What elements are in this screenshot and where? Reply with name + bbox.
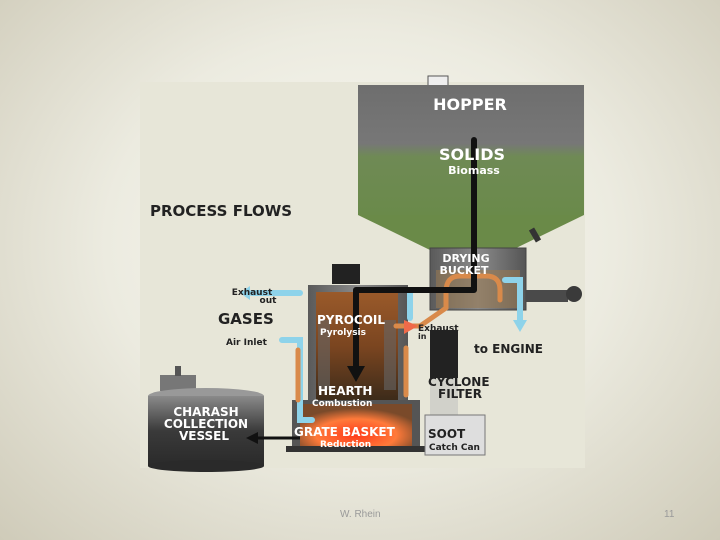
gases-label: GASES [218, 310, 274, 328]
reduction-label: Reduction [320, 440, 371, 450]
biomass-label: Biomass [448, 164, 500, 177]
exhaust-out-arrow [240, 286, 250, 300]
exhaust-in-label-2: in [418, 332, 427, 341]
exhaust-out-label-2: out [260, 296, 278, 306]
charash-label-3: VESSEL [179, 429, 229, 443]
solids-label: SOLIDS [439, 145, 505, 164]
filter-label: FILTER [438, 387, 482, 401]
charash-label-2: COLLECTION [164, 417, 248, 431]
exhaust-out-label-1: Exhaust [232, 288, 273, 298]
catch-can-label: Catch Can [429, 443, 480, 453]
solids-flow-line [353, 137, 477, 375]
bucket-label: BUCKET [440, 264, 489, 277]
auger-motor [526, 286, 582, 302]
drying-label: DRYING [442, 252, 489, 265]
footer-author: W. Rhein [340, 509, 381, 520]
soot-label: SOOT [428, 427, 466, 441]
cyclone-filter [424, 330, 486, 456]
cyclone-label: CYCLONE [428, 375, 490, 389]
char-flow-arrow [246, 432, 258, 444]
hearth-label: HEARTH [318, 384, 372, 398]
reactor-body [308, 264, 408, 410]
exhaust-in-label-1: Exhaust [418, 324, 459, 334]
process-flows-title: PROCESS FLOWS [150, 202, 292, 220]
charash-label-1: CHARASH [173, 405, 238, 419]
air-inlet-label: Air Inlet [226, 338, 268, 348]
to-engine-label: to ENGINE [474, 342, 543, 356]
pyrolysis-label: Pyrolysis [320, 328, 366, 338]
footer-page-number: 11 [664, 509, 675, 520]
grate-basket-label: GRATE BASKET [294, 425, 396, 439]
exhaust-in-arrow [404, 320, 418, 334]
pyrocoil-label: PYROCOIL [317, 313, 385, 327]
to-engine-arrow [513, 320, 527, 332]
firebox [286, 400, 428, 452]
combustion-label: Combustion [312, 399, 372, 409]
solids-flow-arrow [347, 366, 365, 382]
hopper-label: HOPPER [433, 95, 507, 114]
charash-vessel [148, 366, 264, 472]
